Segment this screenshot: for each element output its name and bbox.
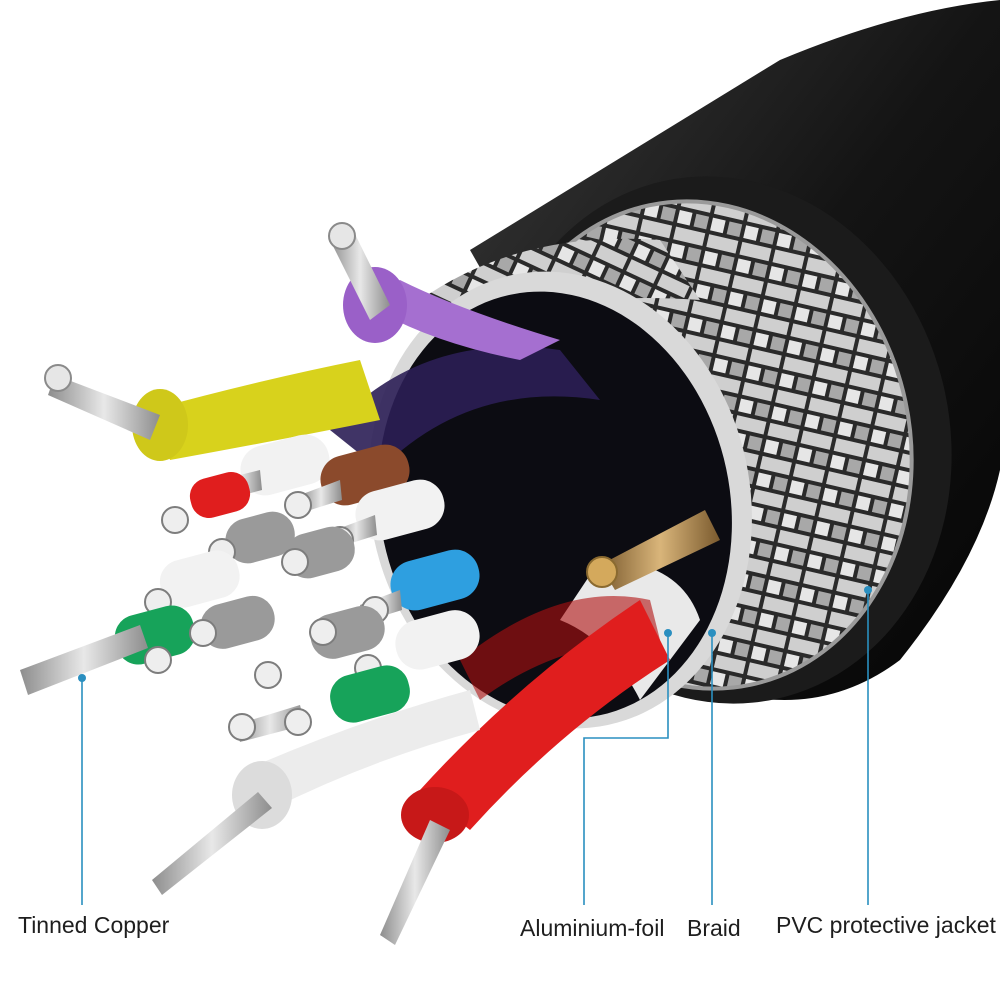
label-braid: Braid bbox=[687, 915, 741, 941]
label-tinned-copper: Tinned Copper bbox=[18, 912, 170, 938]
gray-wire-small-2 bbox=[281, 526, 355, 579]
gray-wire-small-3 bbox=[189, 595, 275, 649]
purple-wire bbox=[328, 222, 560, 360]
green-wire-2 bbox=[228, 665, 410, 742]
gray-wire-small-4 bbox=[309, 605, 385, 659]
red-wire-small bbox=[161, 471, 251, 534]
yellow-wire bbox=[44, 360, 380, 461]
copper-drain-wire bbox=[586, 510, 720, 590]
label-aluminium-foil: Aluminium-foil bbox=[520, 915, 665, 941]
green-wire-1 bbox=[20, 605, 196, 695]
label-pvc-jacket: PVC protective jacket bbox=[776, 912, 996, 938]
leader-dots bbox=[78, 586, 872, 682]
leader-aluminium-foil bbox=[583, 633, 669, 905]
white-wire bbox=[152, 690, 480, 895]
leader-lines bbox=[81, 590, 869, 905]
gray-wire-small-5 bbox=[144, 646, 282, 689]
red-wire bbox=[380, 600, 670, 945]
